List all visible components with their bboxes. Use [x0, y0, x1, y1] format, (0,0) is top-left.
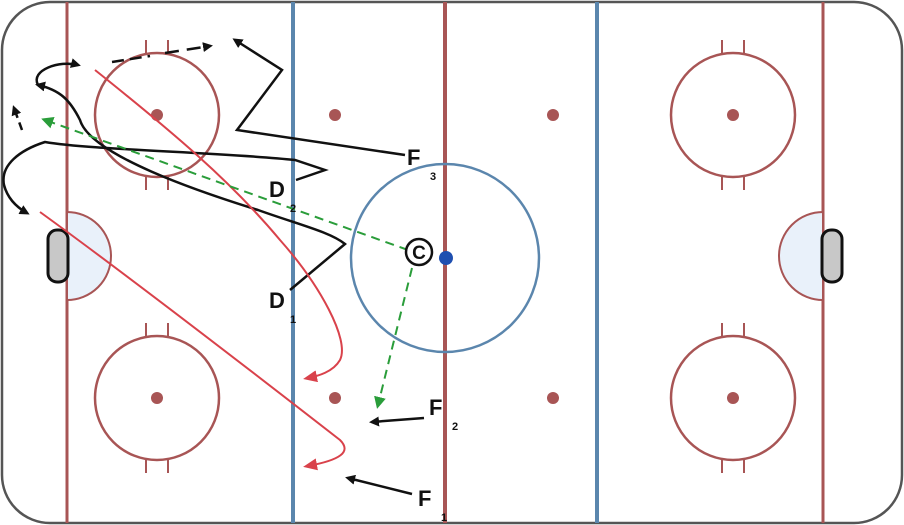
- d1-loop-path: [35, 58, 81, 86]
- neutral-dot-top-left: [329, 109, 341, 121]
- red-skate-path-upper: [94, 69, 343, 383]
- left-goal-net: [46, 228, 70, 284]
- faceoff-circle-bottom-left: [93, 323, 221, 473]
- f3-skate-path: [232, 38, 406, 157]
- pass-to-top-left: [41, 117, 409, 251]
- f1-subscript: 1: [441, 512, 447, 524]
- player-f3: F 3: [407, 145, 436, 183]
- d1-letter: D: [269, 288, 285, 313]
- left-goal-crease: [66, 210, 112, 302]
- right-goal-crease: [778, 210, 824, 302]
- player-f2: F 2: [429, 395, 458, 433]
- center-dot: [439, 251, 453, 265]
- d2-subscript: 2: [290, 203, 296, 215]
- left-dash-arrow: [11, 105, 24, 131]
- top-dash-1: [111, 54, 151, 64]
- neutral-dot-bottom-right: [547, 392, 559, 404]
- d2-letter: D: [269, 177, 285, 202]
- f1-skate-arrow: [345, 474, 413, 496]
- center-circle: [349, 162, 541, 354]
- top-dash-2: [164, 42, 213, 55]
- coach-symbol: C: [412, 243, 426, 264]
- player-d2: D 2: [269, 177, 296, 215]
- d2-skate-path: [2, 140, 329, 215]
- d1-skate-path: [35, 81, 347, 291]
- f3-letter: F: [407, 145, 420, 170]
- player-d1: D 1: [269, 288, 296, 326]
- neutral-dot-top-right: [547, 109, 559, 121]
- faceoff-circle-top-left: [93, 40, 221, 190]
- f2-letter: F: [429, 395, 442, 420]
- faceoff-circle-bottom-right: [669, 323, 797, 473]
- d1-subscript: 1: [290, 314, 296, 326]
- red-skate-path-lower: [39, 211, 346, 471]
- f2-skate-arrow: [369, 416, 425, 427]
- right-goal-net: [820, 228, 844, 284]
- f3-subscript: 3: [430, 171, 436, 183]
- f1-letter: F: [418, 486, 431, 511]
- coach-marker: C: [404, 237, 434, 267]
- f2-subscript: 2: [452, 421, 458, 433]
- player-f1: F 1: [418, 486, 447, 524]
- faceoff-circle-top-right: [669, 40, 797, 190]
- pass-to-f2: [374, 267, 413, 409]
- neutral-dot-bottom-left: [329, 392, 341, 404]
